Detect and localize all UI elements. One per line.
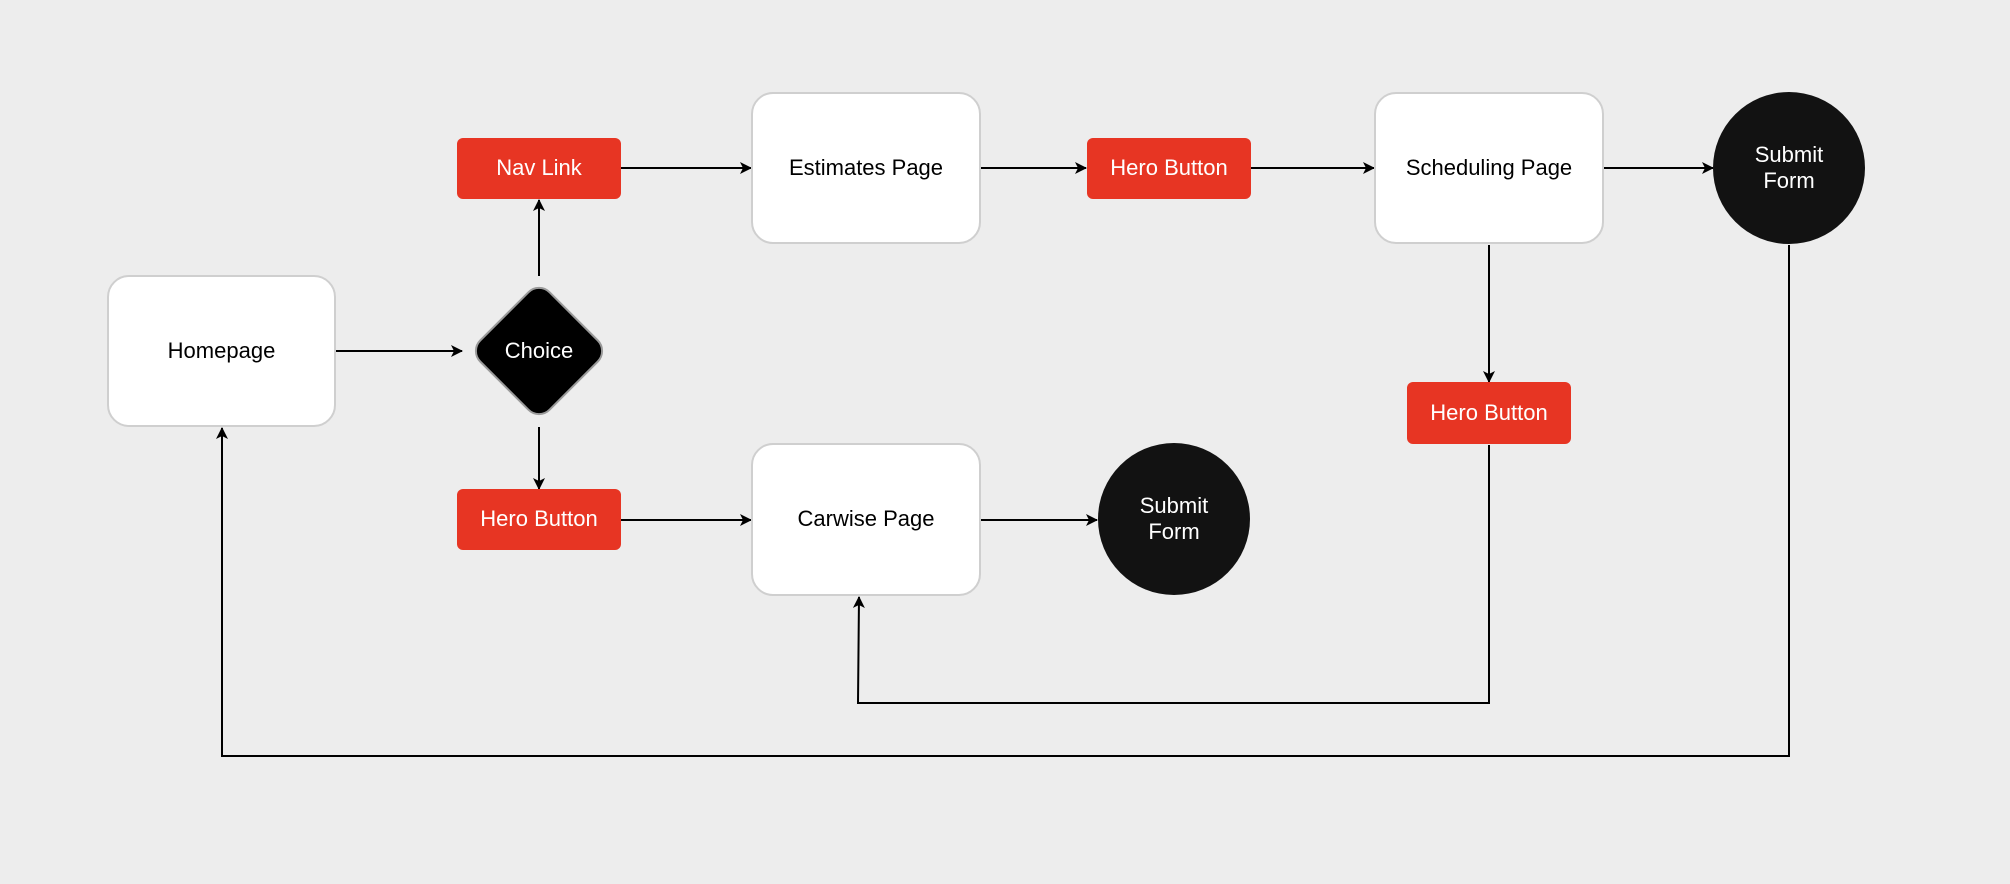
- submit-form-label: Submit Form: [1139, 492, 1209, 544]
- carwise-page-node: Carwise Page: [751, 443, 981, 596]
- choice-label: Choice: [504, 338, 574, 363]
- homepage-node: Homepage: [107, 275, 336, 427]
- hero-button-label: Hero Button: [480, 506, 598, 532]
- submit-form-label: Submit Form: [1754, 141, 1824, 193]
- scheduling-page-node: Scheduling Page: [1374, 92, 1604, 244]
- submit-form-node-scheduling: Submit Form: [1713, 92, 1865, 244]
- edge-hero-button-to-carwise-page-loop: [852, 445, 1490, 704]
- submit-form-node-carwise: Submit Form: [1098, 443, 1250, 595]
- hero-button-label: Hero Button: [1430, 399, 1548, 425]
- edge-submit-form-to-homepage-loop: [216, 245, 1790, 757]
- estimates-page-node: Estimates Page: [751, 92, 981, 244]
- nav-link-node: Nav Link: [457, 138, 621, 199]
- scheduling-page-label: Scheduling Page: [1405, 154, 1573, 180]
- nav-link-label: Nav Link: [496, 155, 582, 181]
- carwise-page-label: Carwise Page: [797, 506, 935, 532]
- choice-decision-node: Choice: [468, 280, 610, 422]
- hero-button-node-scheduling: Hero Button: [1407, 382, 1571, 444]
- estimates-page-label: Estimates Page: [788, 154, 944, 180]
- homepage-label: Homepage: [167, 337, 276, 363]
- hero-button-node-choice: Hero Button: [457, 489, 621, 550]
- hero-button-node-estimates: Hero Button: [1087, 138, 1251, 199]
- hero-button-label: Hero Button: [1110, 155, 1228, 181]
